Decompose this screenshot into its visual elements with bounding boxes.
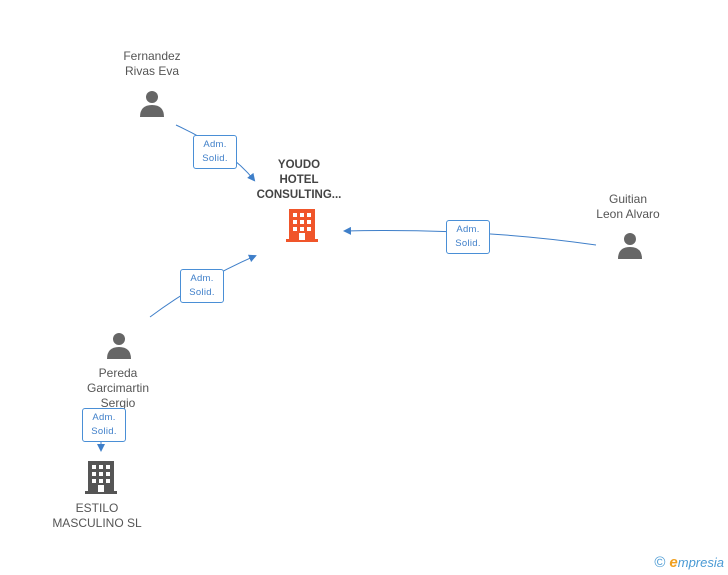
person-name-line2: Leon Alvaro	[596, 207, 660, 221]
relation-line1: Adm.	[190, 273, 214, 284]
person-name-line1: Fernandez	[123, 49, 181, 63]
relation-badge-guitian[interactable]: Adm. Solid.	[446, 220, 490, 254]
company-name-line1: YOUDO	[277, 159, 321, 171]
person-icon[interactable]	[138, 89, 166, 117]
company-name-line3: CONSULTING...	[256, 189, 342, 201]
person-name-line2: Garcimartin	[86, 381, 149, 395]
person-name-line3: Sergio	[100, 396, 136, 410]
relation-badge-estilo[interactable]: Adm. Solid.	[82, 408, 126, 442]
relation-line1: Adm.	[203, 139, 227, 150]
brand-logo-initial: e	[669, 554, 678, 571]
relation-line1: Adm.	[92, 412, 116, 423]
company-name-line2: HOTEL	[279, 174, 319, 186]
person-name-line1: Guitian	[608, 192, 648, 206]
relation-line2: Solid.	[455, 238, 481, 249]
person-label-guitian[interactable]: Guitian Leon Alvaro	[578, 192, 678, 222]
person-name-line2: Rivas Eva	[124, 64, 180, 78]
person-icon[interactable]	[105, 331, 133, 359]
relation-badge-pereda[interactable]: Adm. Solid.	[180, 269, 224, 303]
brand-logo-text: mpresia	[677, 555, 724, 570]
relation-badge-fernandez[interactable]: Adm. Solid.	[193, 135, 237, 169]
person-icon[interactable]	[616, 231, 644, 259]
person-label-pereda[interactable]: Pereda Garcimartin Sergio	[68, 366, 168, 411]
main-company-building-icon[interactable]	[286, 208, 318, 242]
company-building-icon[interactable]	[85, 460, 117, 494]
company-label-youdo[interactable]: YOUDO HOTEL CONSULTING...	[244, 158, 354, 203]
brand-footer: ©empresia	[654, 554, 724, 571]
relation-line1: Adm.	[456, 224, 480, 235]
relation-line2: Solid.	[91, 426, 117, 437]
company-name-line1: ESTILO	[75, 501, 119, 515]
person-label-fernandez[interactable]: Fernandez Rivas Eva	[102, 49, 202, 79]
person-name-line1: Pereda	[98, 366, 138, 380]
relation-line2: Solid.	[202, 153, 228, 164]
company-name-line2: MASCULINO SL	[52, 516, 142, 530]
copyright-icon: ©	[654, 554, 666, 571]
company-label-estilo[interactable]: ESTILO MASCULINO SL	[47, 501, 147, 531]
relation-line2: Solid.	[189, 287, 215, 298]
